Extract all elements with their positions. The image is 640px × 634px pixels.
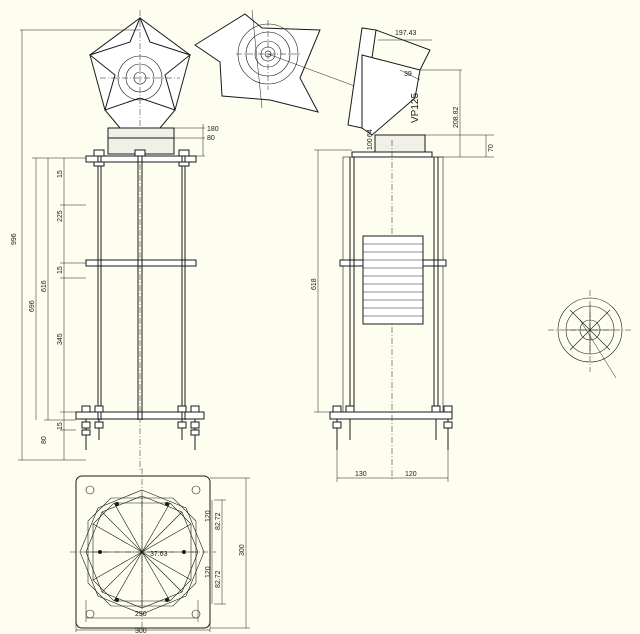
star-top-view	[194, 9, 361, 113]
dim-82-72-b: 82.72	[215, 570, 222, 588]
label-vp125: VP125	[410, 93, 421, 123]
base-plan-view: 37.63 300 120 82.72 120 82.72 250 300	[70, 468, 250, 634]
dim-208: 208.82	[453, 106, 460, 128]
dim-70: 70	[488, 144, 495, 152]
dim-82-72-a: 82.72	[215, 512, 222, 530]
dim-300-height: 300	[239, 544, 246, 556]
dim-616: 616	[41, 280, 48, 292]
dim-15-c: 15	[57, 422, 64, 430]
dim-618: 618	[311, 278, 318, 290]
dim-15-a: 15	[57, 170, 64, 178]
dim-120-b: 120	[205, 510, 212, 522]
front-view: 996 696 616 15 225 15 345 15 80 180 80	[11, 10, 219, 470]
dim-120: 120	[405, 471, 417, 478]
dim-250: 250	[135, 611, 147, 618]
dim-197: 197.43	[395, 30, 417, 37]
side-view: 197.43 39 VP125 100 64	[311, 27, 495, 482]
dim-80-bottom: 80	[41, 436, 48, 444]
dim-996: 996	[11, 233, 18, 245]
dim-39: 39	[404, 71, 412, 78]
dim-120-c: 120	[205, 566, 212, 578]
dim-80-top: 80	[207, 135, 215, 142]
dim-345: 345	[57, 333, 64, 345]
dim-64: 64	[367, 129, 374, 137]
dim-225: 225	[57, 210, 64, 222]
round-detail-view	[548, 290, 632, 379]
dim-15-b: 15	[57, 266, 64, 274]
dim-180: 180	[207, 126, 219, 133]
dim-37-63: 37.63	[150, 551, 168, 558]
dim-130: 130	[355, 471, 367, 478]
dim-100: 100	[367, 138, 374, 150]
front-feet	[81, 405, 200, 450]
dim-300-width: 300	[135, 628, 147, 634]
louvre-panel	[362, 235, 424, 325]
dim-696: 696	[29, 300, 36, 312]
